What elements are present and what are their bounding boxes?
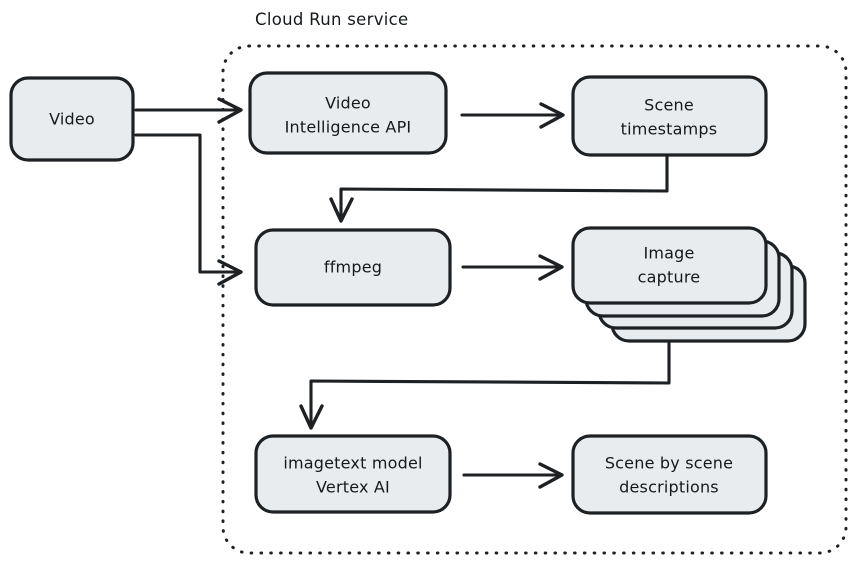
node-imagetext-model-vertex-ai-label-line2: Vertex AI [316,478,390,497]
edge-video-to-ffmpeg [134,133,243,286]
edge-scene-timestamps-to-ffmpeg [329,155,669,223]
node-video-intelligence-api-label-line2: Intelligence API [285,118,412,137]
node-video-intelligence-api-label-line1: Video [325,94,371,113]
node-scene-by-scene-descriptions-label-line2: descriptions [619,478,719,497]
node-video-shape [9,76,135,162]
cloud-run-service-container [221,44,848,555]
node-scene-by-scene-descriptions-label-line1: Scene by scene [605,454,733,473]
cloud-run-service-title: Cloud Run service [255,10,408,29]
node-scene-by-scene-descriptions[interactable]: Scene by scene descriptions [571,434,768,515]
edge-ffmpeg-to-image-capture [461,254,564,281]
node-ffmpeg[interactable]: ffmpeg [254,228,452,307]
node-imagetext-model-vertex-ai[interactable]: imagetext model Vertex AI [254,434,452,514]
node-video-intelligence-api[interactable]: Video Intelligence API [248,71,448,155]
node-video[interactable]: Video [9,76,135,162]
node-image-capture-label-line1: Image [643,244,694,263]
node-scene-timestamps-label-line2: timestamps [621,120,718,139]
node-ffmpeg-shape [254,228,452,307]
node-video-intelligence-api-shape [248,71,448,155]
node-image-capture[interactable]: Image capture [571,226,807,343]
node-video-label-line1: Video [49,110,95,129]
edge-video-intelligence-api-to-scene-timestamps [460,102,565,129]
node-imagetext-model-vertex-ai-shape [254,434,452,514]
edge-video-to-video-intelligence-api [134,97,243,124]
node-image-capture-stack-card-1 [571,226,768,305]
edge-image-capture-to-imagetext-model [299,341,671,430]
edge-imagetext-model-to-scene-descriptions [462,462,564,489]
node-scene-timestamps-shape [571,75,768,157]
node-scene-by-scene-descriptions-shape [571,434,768,515]
node-scene-timestamps-label-line1: Scene [644,96,694,115]
node-scene-timestamps[interactable]: Scene timestamps [571,75,768,157]
node-imagetext-model-vertex-ai-label-line1: imagetext model [283,454,422,473]
node-image-capture-label-line2: capture [638,268,701,287]
node-ffmpeg-label-line1: ffmpeg [324,258,382,277]
